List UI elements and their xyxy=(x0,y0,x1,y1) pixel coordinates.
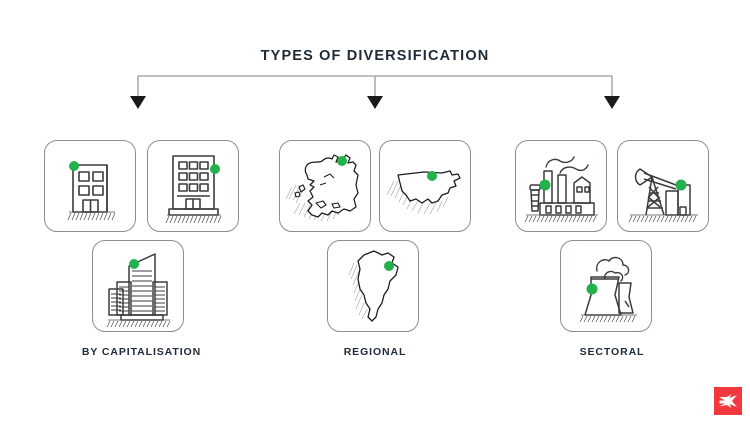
icon-card-south-america-map[interactable] xyxy=(327,240,419,332)
green-marker-dot xyxy=(337,156,347,166)
group-label-by-capitalisation: BY CAPITALISATION xyxy=(81,346,202,358)
green-marker-dot xyxy=(675,179,687,191)
icon-card-skyscraper[interactable] xyxy=(92,240,184,332)
icon-card-small-building[interactable] xyxy=(44,140,136,232)
icon-card-usa-map[interactable] xyxy=(379,140,471,232)
group-label-regional: REGIONAL xyxy=(343,346,407,358)
green-marker-dot xyxy=(129,259,139,269)
brand-logo[interactable] xyxy=(714,387,742,415)
group-label-sectoral: SECTORAL xyxy=(579,346,645,358)
icon-card-oil-pumpjack[interactable] xyxy=(617,140,709,232)
branching-connector xyxy=(0,70,750,115)
icon-card-medium-building[interactable] xyxy=(147,140,239,232)
page-title: TYPES OF DIVERSIFICATION xyxy=(260,48,490,64)
green-marker-dot xyxy=(539,179,551,191)
icon-card-factory[interactable] xyxy=(515,140,607,232)
green-marker-dot xyxy=(384,261,394,271)
green-marker-dot xyxy=(427,171,437,181)
icon-card-cooling-tower[interactable] xyxy=(560,240,652,332)
green-marker-dot xyxy=(210,164,220,174)
green-marker-dot xyxy=(586,283,598,295)
icon-card-europe-map[interactable] xyxy=(279,140,371,232)
green-marker-dot xyxy=(69,161,79,171)
